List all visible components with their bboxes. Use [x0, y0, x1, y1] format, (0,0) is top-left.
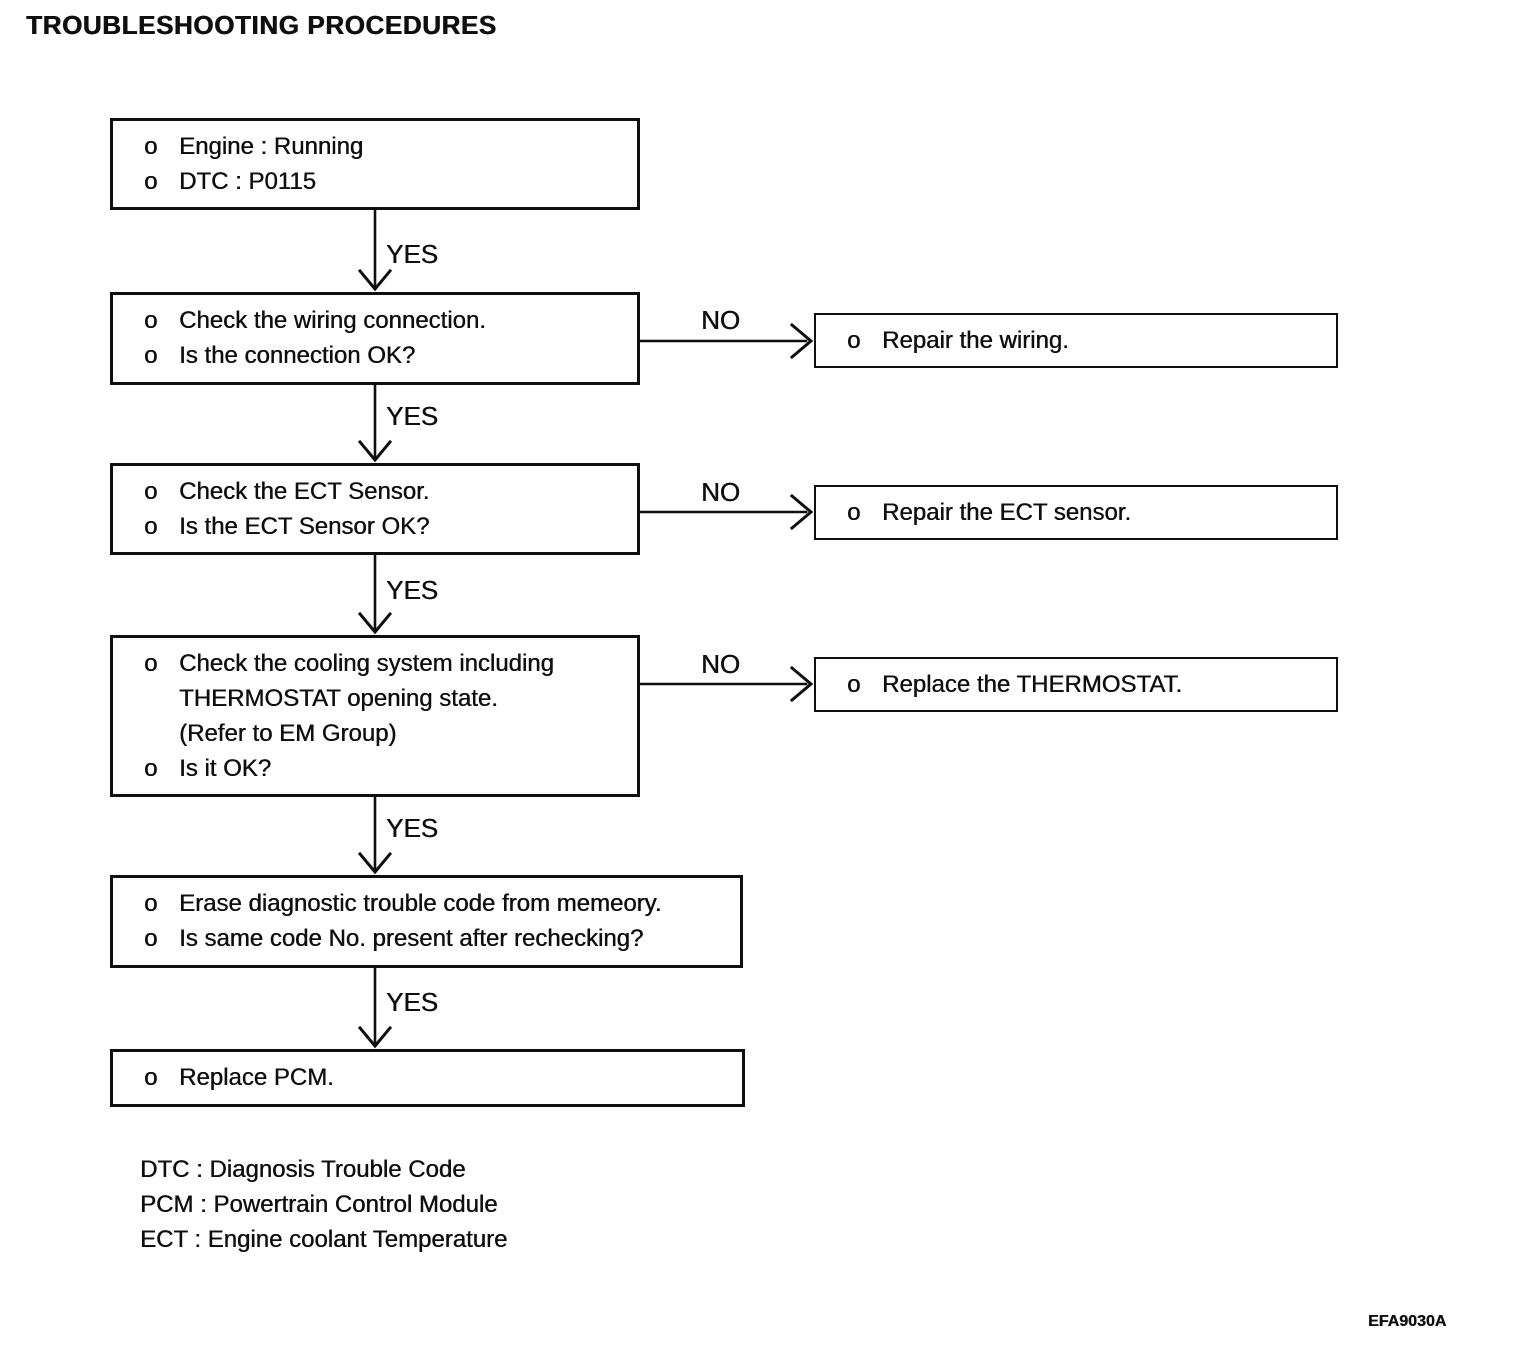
flow-step-check-ect-sensor: o Check the ECT Sensor. o Is the ECT Sen…: [110, 463, 640, 555]
step-line: o Repair the ECT sensor.: [816, 495, 1336, 530]
bullet-marker: o: [144, 925, 158, 952]
legend: DTC : Diagnosis Trouble Code PCM : Power…: [140, 1152, 507, 1257]
step-line: o Is the ECT Sensor OK?: [113, 509, 637, 544]
bullet-marker: o: [144, 650, 158, 677]
bullet-marker: o: [847, 671, 861, 698]
bullet-marker: o: [144, 890, 158, 917]
bullet-marker: o: [144, 342, 158, 369]
step-line: o Is it OK?: [113, 751, 637, 786]
step-line-continuation: THERMOSTAT opening state.: [113, 681, 637, 716]
step-text: Engine : Running: [179, 133, 364, 160]
step-line: o Repair the wiring.: [816, 323, 1336, 358]
legend-line-pcm: PCM : Powertrain Control Module: [140, 1191, 498, 1218]
step-line: o Check the wiring connection.: [113, 303, 637, 338]
no-arrow-3: [638, 665, 814, 703]
yes-arrow-1: [357, 208, 393, 292]
step-line: o Check the ECT Sensor.: [113, 474, 637, 509]
yes-arrow-3: [357, 553, 393, 635]
flow-step-erase-dtc: o Erase diagnostic trouble code from mem…: [110, 875, 743, 968]
page-title: TROUBLESHOOTING PROCEDURES: [26, 10, 497, 40]
figure-code: EFA9030A: [1368, 1313, 1447, 1330]
step-text: Repair the ECT sensor.: [882, 499, 1132, 526]
no-label-1: NO: [701, 305, 740, 335]
yes-label-4: YES: [386, 813, 439, 843]
step-text: DTC : P0115: [179, 168, 316, 195]
flow-step-check-wiring: o Check the wiring connection. o Is the …: [110, 292, 640, 385]
flow-step-start-conditions: o Engine : Running o DTC : P0115: [110, 118, 640, 210]
flow-step-replace-pcm: o Replace PCM.: [110, 1049, 745, 1107]
yes-label-2: YES: [386, 401, 439, 431]
yes-arrow-5: [357, 965, 393, 1049]
bullet-marker: o: [847, 499, 861, 526]
step-line: o Replace PCM.: [113, 1060, 742, 1095]
step-text: Replace the THERMOSTAT.: [882, 671, 1183, 698]
bullet-marker: o: [847, 327, 861, 354]
step-text: (Refer to EM Group): [179, 720, 397, 747]
yes-label-3: YES: [386, 575, 439, 605]
yes-arrow-4: [357, 795, 393, 875]
step-text: THERMOSTAT opening state.: [179, 685, 498, 712]
no-arrow-1: [638, 322, 814, 360]
step-line: o Is same code No. present after recheck…: [113, 921, 740, 956]
flow-step-replace-thermostat: o Replace the THERMOSTAT.: [814, 657, 1338, 712]
bullet-marker: o: [144, 168, 158, 195]
flow-step-repair-wiring: o Repair the wiring.: [814, 313, 1338, 368]
step-line: o Erase diagnostic trouble code from mem…: [113, 886, 740, 921]
step-text: Erase diagnostic trouble code from memeo…: [179, 890, 662, 917]
no-arrow-2: [638, 493, 814, 531]
step-text: Is it OK?: [179, 755, 272, 782]
step-line: o DTC : P0115: [113, 164, 637, 199]
step-text: Replace PCM.: [179, 1064, 334, 1091]
bullet-marker: o: [144, 755, 158, 782]
yes-arrow-2: [357, 383, 393, 463]
no-label-3: NO: [701, 649, 740, 679]
bullet-marker: o: [144, 478, 158, 505]
legend-line-dtc: DTC : Diagnosis Trouble Code: [140, 1156, 466, 1183]
step-line: o Replace the THERMOSTAT.: [816, 667, 1336, 702]
bullet-marker: o: [144, 1064, 158, 1091]
step-text: Check the cooling system including: [179, 650, 554, 677]
legend-line-ect: ECT : Engine coolant Temperature: [140, 1226, 508, 1253]
step-text: Is same code No. present after recheckin…: [179, 925, 644, 952]
step-text: Is the connection OK?: [179, 342, 416, 369]
yes-label-5: YES: [386, 987, 439, 1017]
no-label-2: NO: [701, 477, 740, 507]
bullet-marker: o: [144, 513, 158, 540]
step-line: o Engine : Running: [113, 129, 637, 164]
step-text: Check the ECT Sensor.: [179, 478, 430, 505]
step-text: Check the wiring connection.: [179, 307, 486, 334]
step-text: Is the ECT Sensor OK?: [179, 513, 430, 540]
step-line: o Is the connection OK?: [113, 338, 637, 373]
flow-step-check-cooling-system: o Check the cooling system including THE…: [110, 635, 640, 797]
bullet-marker: o: [144, 133, 158, 160]
bullet-marker: o: [144, 307, 158, 334]
flow-step-repair-ect-sensor: o Repair the ECT sensor.: [814, 485, 1338, 540]
step-line-continuation: (Refer to EM Group): [113, 716, 637, 751]
yes-label-1: YES: [386, 239, 439, 269]
step-text: Repair the wiring.: [882, 327, 1069, 354]
step-line: o Check the cooling system including: [113, 646, 637, 681]
